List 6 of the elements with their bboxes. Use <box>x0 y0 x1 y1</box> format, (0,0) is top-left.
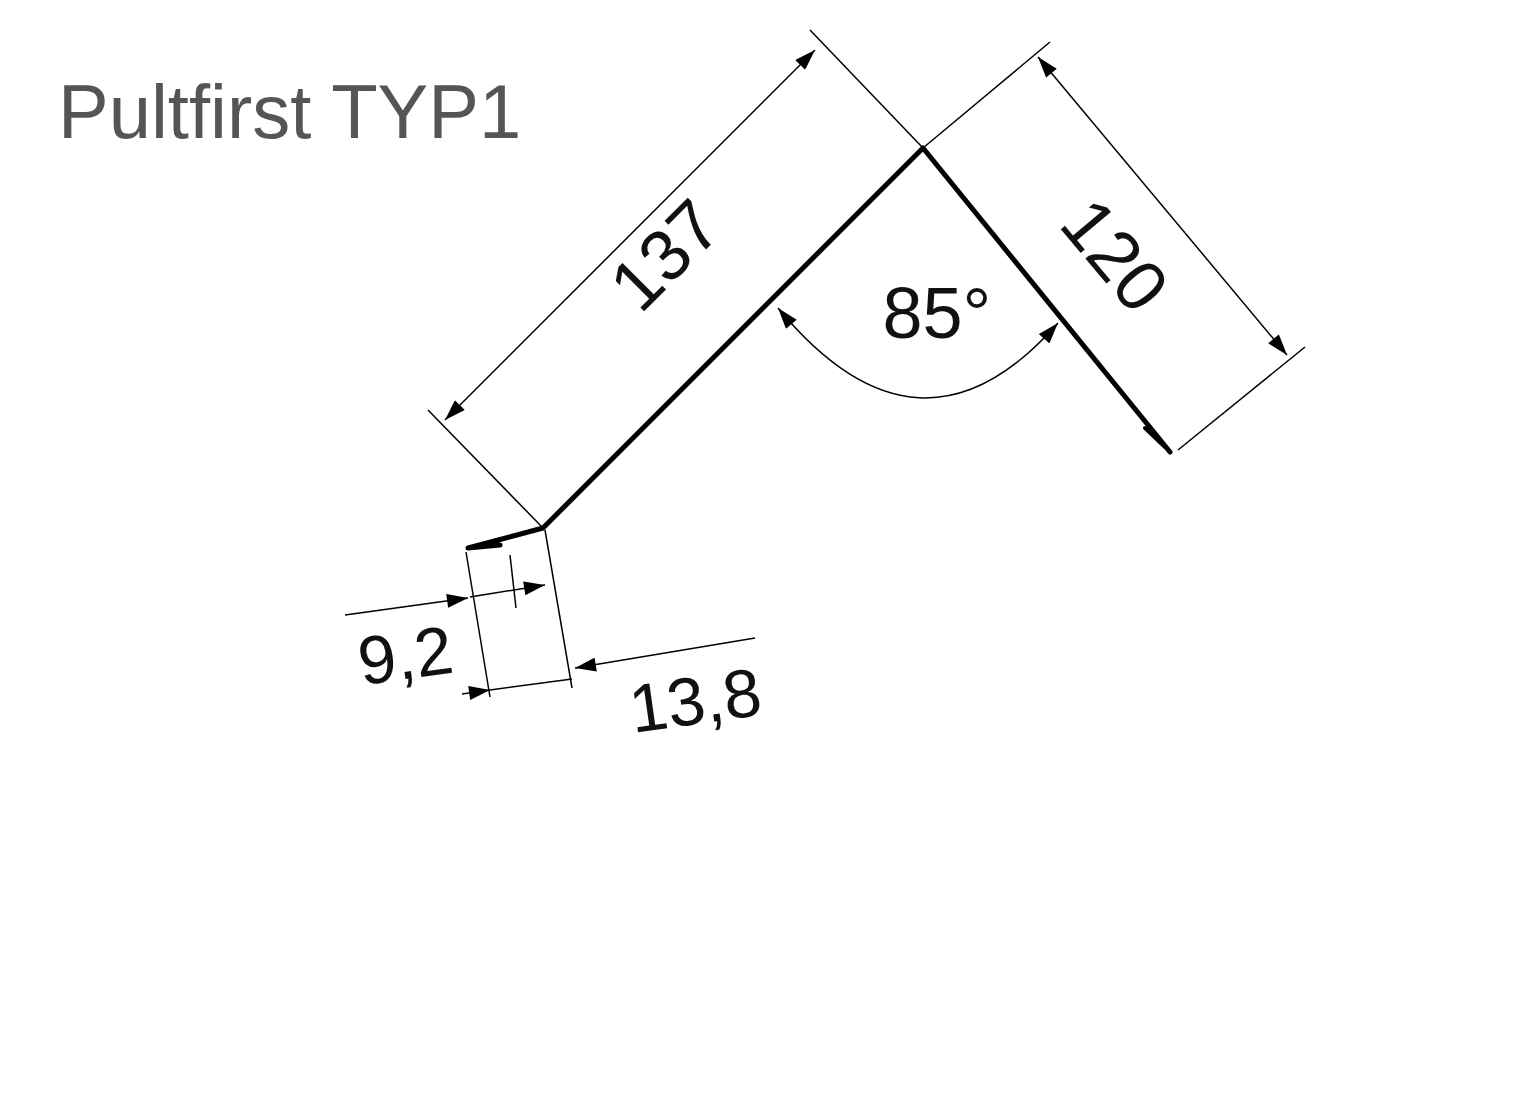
dimension-label: 9,2 <box>353 614 457 696</box>
title: Pultfirst TYP1 <box>58 74 522 150</box>
dimension-label: 137 <box>597 187 733 323</box>
dimension-label: 120 <box>1048 185 1182 325</box>
dimension-label: 13,8 <box>624 657 766 743</box>
angle-label: 85° <box>882 277 992 349</box>
